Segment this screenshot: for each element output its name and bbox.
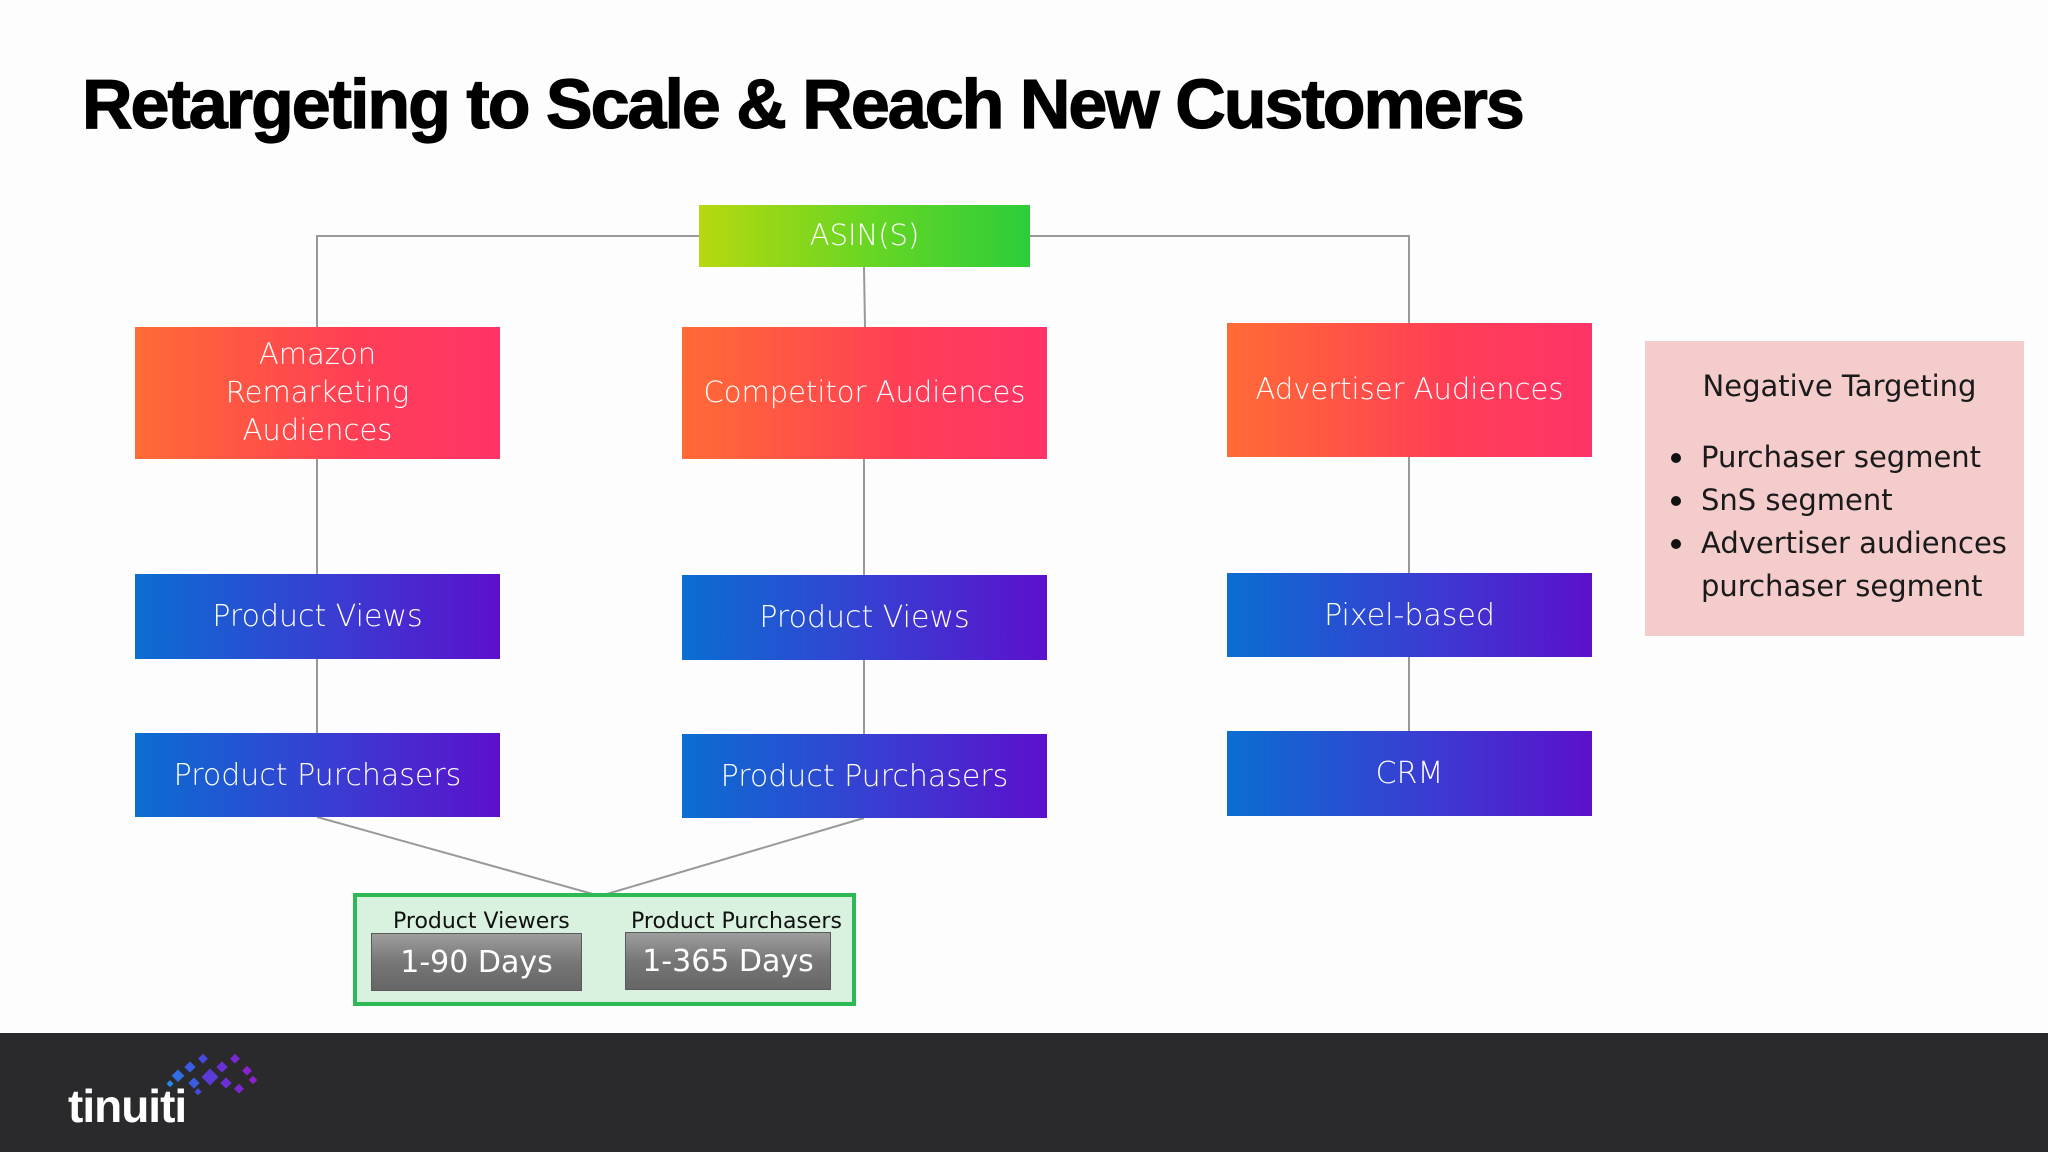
pixel-based-box: Pixel-based	[1227, 573, 1592, 657]
slide-title: Retargeting to Scale & Reach New Custome…	[81, 64, 1525, 143]
competitor-audiences-box: Competitor Audiences	[682, 327, 1047, 459]
product-purchasers-label: Product Purchasers	[631, 909, 842, 934]
crm-box: CRM	[1227, 731, 1592, 816]
negative-targeting-item: SnS segment	[1667, 479, 2014, 522]
tinuiti-logo-icon	[166, 1053, 258, 1096]
asin-root-box: ASIN(S)	[699, 205, 1030, 267]
viewers-days-box: 1-90 Days	[371, 933, 582, 991]
connector-root-right	[1030, 235, 1410, 323]
col1-product-views-box: Product Views	[135, 574, 500, 659]
connector-purchasers-right	[599, 817, 865, 897]
bullet-icon	[1671, 539, 1681, 549]
negative-targeting-item: Purchaser segment	[1667, 436, 2014, 479]
purchasers-days-box: 1-365 Days	[625, 932, 831, 990]
negative-targeting-title: Negative Targeting	[1702, 369, 1977, 403]
product-viewers-label: Product Viewers	[393, 909, 570, 934]
col2-product-views-box: Product Views	[682, 575, 1047, 660]
col1-product-purchasers-box: Product Purchasers	[135, 733, 500, 817]
amazon-remarketing-box: Amazon Remarketing Audiences	[135, 327, 500, 459]
negative-targeting-item: Advertiser audiences purchaser segment	[1667, 522, 2014, 608]
connector-root-center	[863, 266, 866, 328]
footer-bar: tinuiti	[0, 1033, 2048, 1152]
connector-purchasers-left	[316, 816, 601, 897]
lookback-window-panel: Product Viewers Product Purchasers 1-90 …	[353, 893, 856, 1006]
bullet-icon	[1671, 496, 1681, 506]
negative-targeting-panel: Negative Targeting Purchaser segment SnS…	[1645, 341, 2024, 636]
bullet-icon	[1671, 453, 1681, 463]
col2-product-purchasers-box: Product Purchasers	[682, 734, 1047, 818]
negative-targeting-list: Purchaser segment SnS segment Advertiser…	[1667, 436, 2014, 608]
connector-root-left	[316, 235, 699, 327]
advertiser-audiences-box: Advertiser Audiences	[1227, 323, 1592, 457]
tinuiti-logo-text: tinuiti	[68, 1080, 187, 1132]
